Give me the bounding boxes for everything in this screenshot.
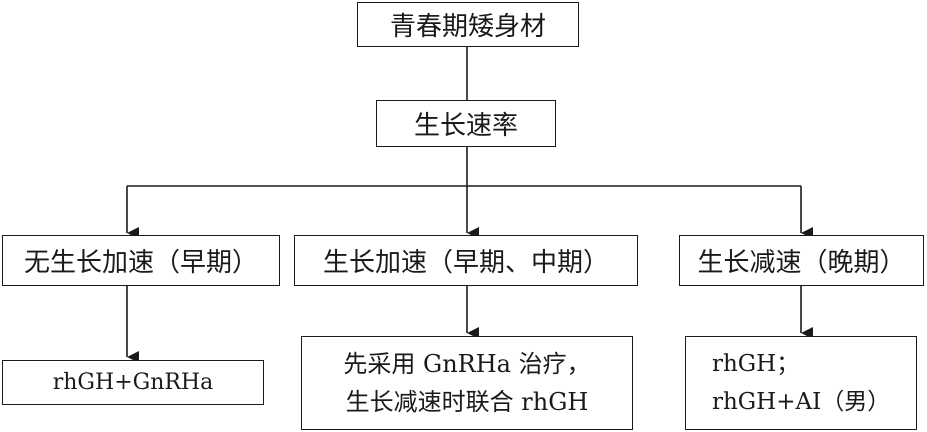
node-growth-rate: 生长速率 (376, 100, 556, 147)
treatment-3-line-1: rhGH； (712, 351, 800, 377)
node-treatment-1: rhGH+GnRHa (2, 360, 264, 405)
branch-1-label: 无生长加速（早期） (23, 248, 258, 278)
node-growth-rate-label: 生长速率 (413, 111, 518, 141)
treatment-2-line-2: 生长减速时联合 rhGH (345, 388, 589, 416)
node-branch-deceleration: 生长减速（晚期） (679, 235, 924, 286)
node-treatment-2: 先采用 GnRHa 治疗， 生长减速时联合 rhGH (301, 336, 633, 430)
node-root: 青春期矮身材 (357, 2, 579, 47)
treatment-2-line-1: 先采用 GnRHa 治疗， (343, 350, 591, 378)
node-branch-no-acceleration: 无生长加速（早期） (2, 235, 280, 286)
treatment-3-line-2: rhGH+AI（男） (712, 389, 891, 415)
branch-3-label: 生长减速（晚期） (697, 248, 906, 278)
branch-2-label: 生长加速（早期、中期） (322, 248, 609, 278)
node-root-label: 青春期矮身材 (389, 12, 546, 42)
treatment-1-line-1: rhGH+GnRHa (52, 370, 214, 395)
node-treatment-3: rhGH； rhGH+AI（男） (685, 336, 917, 430)
node-branch-acceleration: 生长加速（早期、中期） (294, 235, 638, 286)
